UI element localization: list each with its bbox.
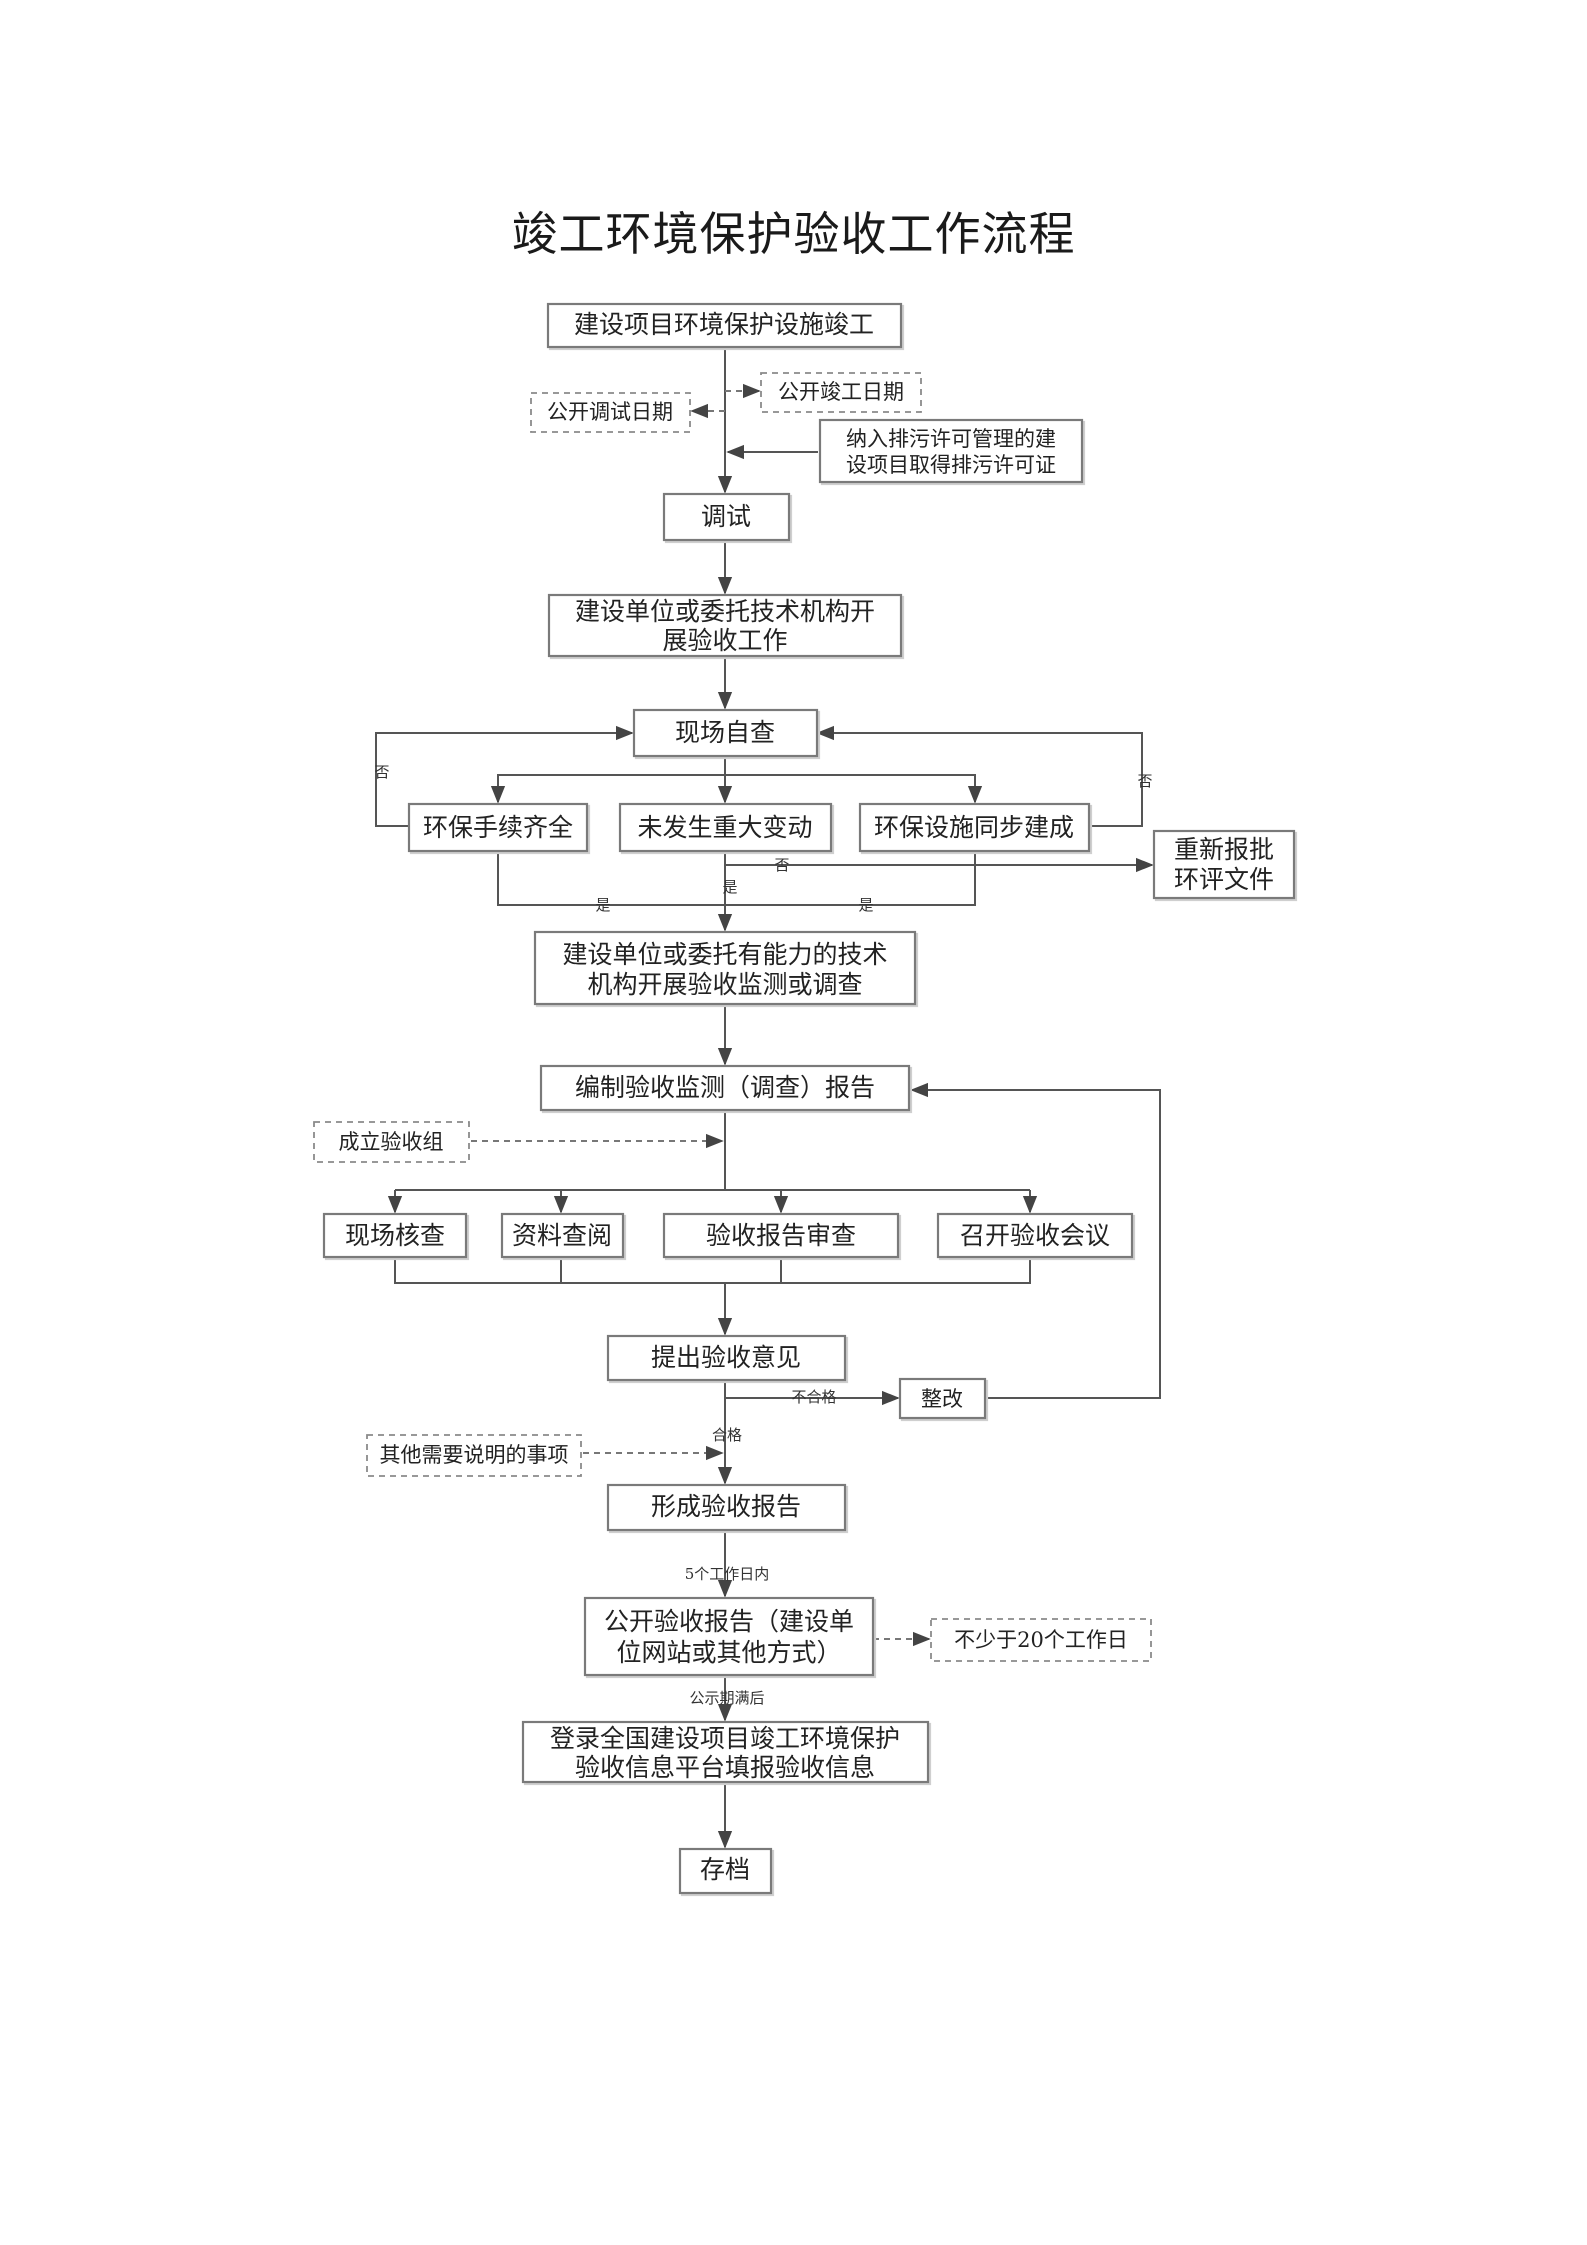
svg-text:环保手续齐全: 环保手续齐全 <box>423 813 573 842</box>
node-doc-review: 资料查阅 <box>500 1212 625 1259</box>
label-no-middle: 否 <box>774 856 789 874</box>
node-reapprove: 重新报批 环评文件 <box>1152 829 1296 900</box>
svg-text:形成验收报告: 形成验收报告 <box>651 1492 801 1521</box>
svg-text:现场自查: 现场自查 <box>675 718 775 747</box>
edge-procedures-no-loop <box>375 725 634 827</box>
svg-text:公开竣工日期: 公开竣工日期 <box>778 380 904 404</box>
label-yes-left: 是 <box>595 896 610 914</box>
node-archive: 存档 <box>678 1847 773 1895</box>
edge-review-join <box>394 1257 1031 1284</box>
svg-text:资料查阅: 资料查阅 <box>512 1221 612 1250</box>
svg-text:未发生重大变动: 未发生重大变动 <box>637 813 812 842</box>
label-yes-right: 是 <box>858 896 873 914</box>
svg-text:成立验收组: 成立验收组 <box>339 1130 444 1154</box>
node-min-days: 不少于20个工作日 <box>930 1618 1152 1662</box>
node-rectify: 整改 <box>898 1377 987 1420</box>
node-permit: 纳入排污许可管理的建 设项目取得排污许可证 <box>818 418 1084 484</box>
node-procedures-complete: 环保手续齐全 <box>407 802 589 853</box>
svg-text:整改: 整改 <box>921 1387 963 1411</box>
label-no-right: 否 <box>1137 772 1152 790</box>
label-pass: 合格 <box>712 1426 742 1444</box>
svg-text:公开验收报告（建设单: 公开验收报告（建设单 <box>604 1607 854 1636</box>
node-publish-report: 公开验收报告（建设单 位网站或其他方式） <box>583 1596 875 1677</box>
node-site-verify: 现场核查 <box>322 1212 468 1259</box>
node-other-items: 其他需要说明的事项 <box>366 1434 582 1477</box>
node-form-group: 成立验收组 <box>313 1121 470 1163</box>
svg-text:编制验收监测（调查）报告: 编制验收监测（调查）报告 <box>575 1073 875 1102</box>
svg-text:提出验收意见: 提出验收意见 <box>651 1343 801 1372</box>
node-opinion: 提出验收意见 <box>606 1334 847 1382</box>
edge-syncbuild-no-loop <box>816 725 1143 827</box>
svg-text:登录全国建设项目竣工环境保护: 登录全国建设项目竣工环境保护 <box>550 1724 900 1753</box>
node-monitoring: 建设单位或委托有能力的技术 机构开展验收监测或调查 <box>533 930 917 1006</box>
node-form-report: 形成验收报告 <box>606 1483 847 1532</box>
edge-selfcheck-to-procedures <box>490 774 725 804</box>
svg-text:不少于20个工作日: 不少于20个工作日 <box>954 1628 1128 1652</box>
svg-text:验收信息平台填报验收信息: 验收信息平台填报验收信息 <box>575 1753 875 1782</box>
svg-text:公开调试日期: 公开调试日期 <box>547 400 673 424</box>
node-meeting: 召开验收会议 <box>936 1212 1134 1259</box>
svg-text:存档: 存档 <box>700 1855 750 1884</box>
svg-text:建设项目环境保护设施竣工: 建设项目环境保护设施竣工 <box>574 310 874 339</box>
node-self-check: 现场自查 <box>632 708 819 758</box>
svg-text:机构开展验收监测或调查: 机构开展验收监测或调查 <box>587 970 862 999</box>
svg-text:展验收工作: 展验收工作 <box>662 626 787 655</box>
svg-text:设项目取得排污许可证: 设项目取得排污许可证 <box>846 453 1056 477</box>
label-no-left: 否 <box>374 763 389 781</box>
node-report-review: 验收报告审查 <box>662 1212 900 1259</box>
svg-text:纳入排污许可管理的建: 纳入排污许可管理的建 <box>846 427 1056 451</box>
svg-text:现场核查: 现场核查 <box>345 1221 445 1250</box>
label-yes-middle: 是 <box>722 878 737 896</box>
node-start-acceptance: 建设单位或委托技术机构开 展验收工作 <box>547 593 903 658</box>
node-completion: 建设项目环境保护设施竣工 <box>546 302 903 349</box>
node-publish-completion-date: 公开竣工日期 <box>760 372 922 413</box>
node-register: 登录全国建设项目竣工环境保护 验收信息平台填报验收信息 <box>521 1720 930 1784</box>
label-fail: 不合格 <box>791 1388 836 1406</box>
svg-text:位网站或其他方式）: 位网站或其他方式） <box>616 1638 841 1667</box>
svg-text:环保设施同步建成: 环保设施同步建成 <box>874 813 1074 842</box>
node-debug: 调试 <box>662 492 791 542</box>
label-within-5-days: 5个工作日内 <box>685 1565 770 1583</box>
svg-text:重新报批: 重新报批 <box>1174 835 1274 864</box>
edge-selfcheck-to-syncbuild <box>725 774 983 804</box>
label-after-notice: 公示期满后 <box>689 1689 764 1707</box>
page-title: 竣工环境保护验收工作流程 <box>511 207 1076 261</box>
svg-text:建设单位或委托有能力的技术: 建设单位或委托有能力的技术 <box>562 940 887 969</box>
svg-text:调试: 调试 <box>701 502 751 531</box>
svg-text:验收报告审查: 验收报告审查 <box>706 1221 856 1250</box>
svg-text:召开验收会议: 召开验收会议 <box>960 1221 1110 1250</box>
svg-text:环评文件: 环评文件 <box>1174 865 1274 894</box>
svg-text:其他需要说明的事项: 其他需要说明的事项 <box>380 1443 569 1467</box>
edge-yes-merge <box>497 852 976 906</box>
edge-rectify-loop-back <box>910 1082 1161 1399</box>
node-no-major-change: 未发生重大变动 <box>618 802 833 853</box>
node-publish-debug-date: 公开调试日期 <box>530 392 691 433</box>
svg-text:建设单位或委托技术机构开: 建设单位或委托技术机构开 <box>575 597 875 626</box>
node-compile-report: 编制验收监测（调查）报告 <box>539 1064 911 1112</box>
node-sync-build: 环保设施同步建成 <box>858 802 1091 853</box>
